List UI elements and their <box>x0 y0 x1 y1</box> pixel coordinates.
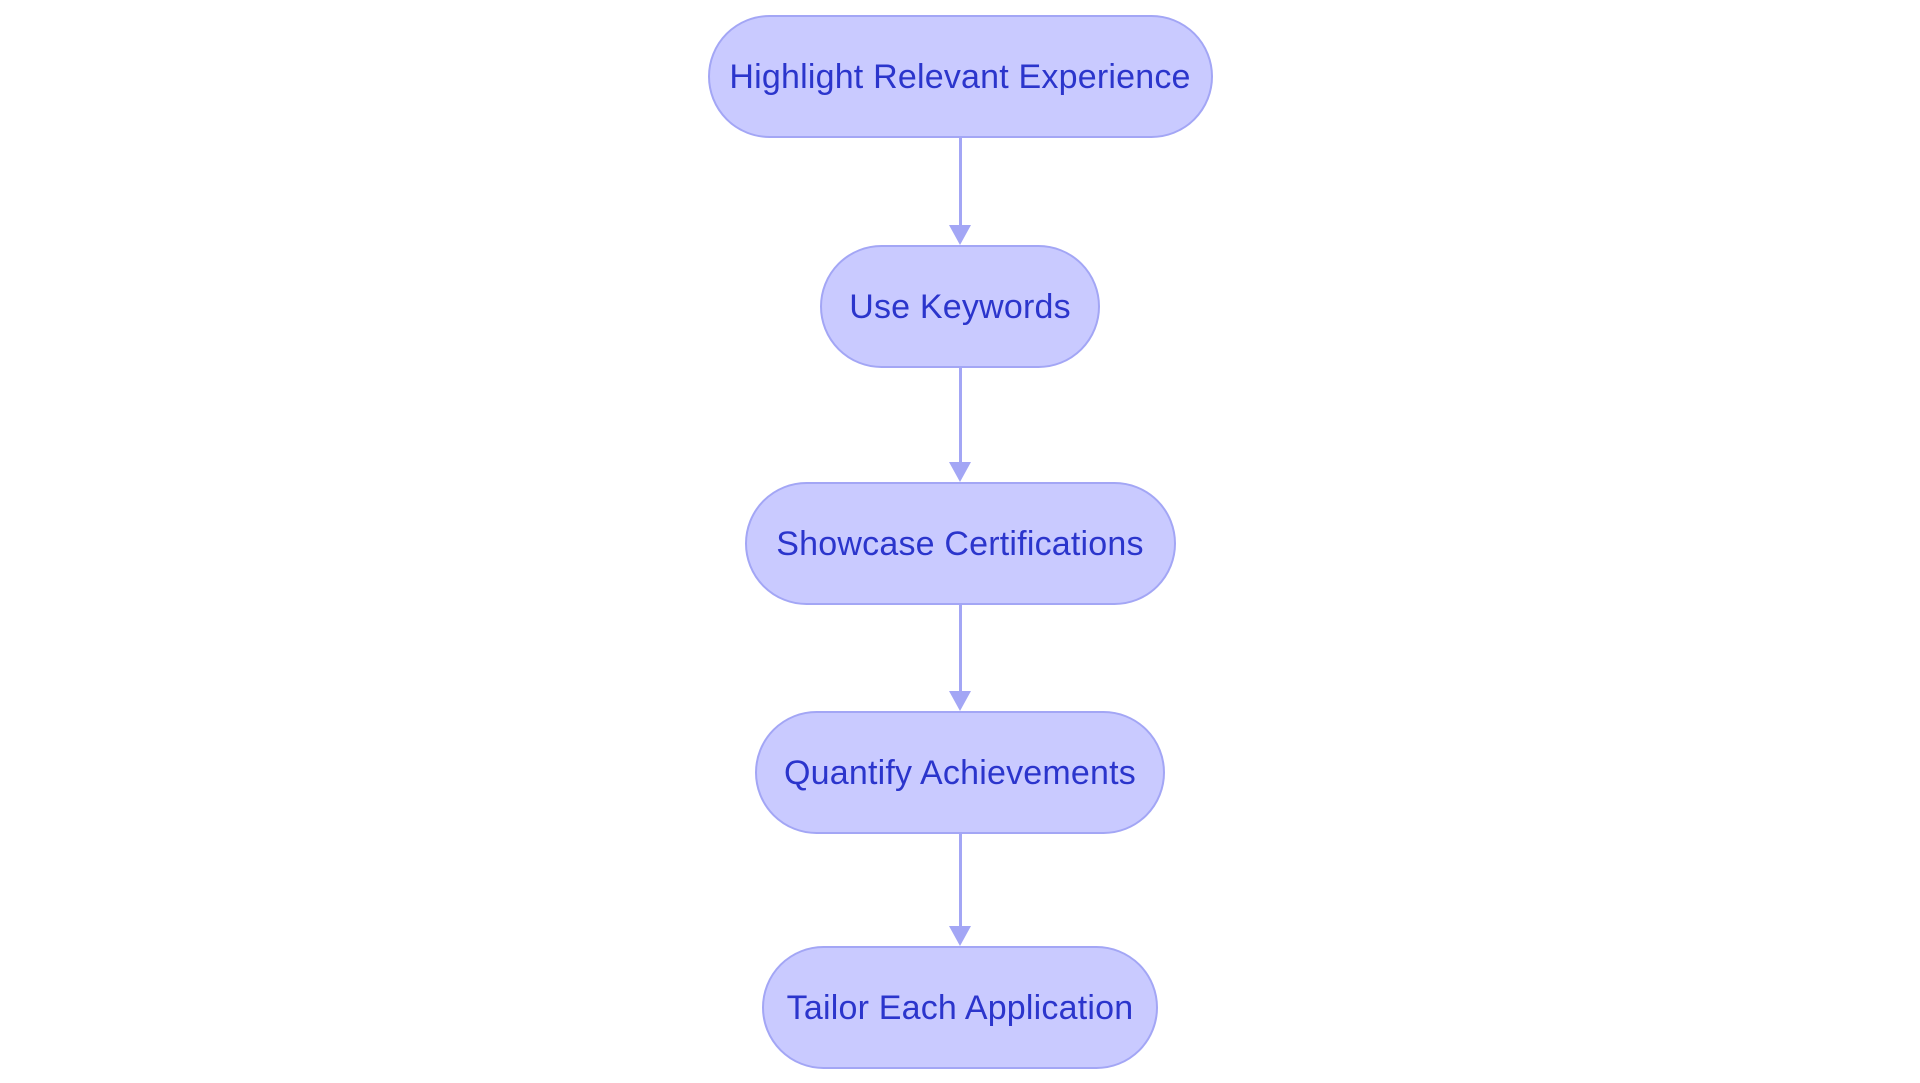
flowchart-connector-2 <box>947 368 973 482</box>
flowchart-node-highlight-relevant-experience[interactable]: Highlight Relevant Experience <box>707 15 1213 138</box>
down-arrow-icon <box>949 462 971 482</box>
flowchart-node-tailor-each-application[interactable]: Tailor Each Application <box>762 946 1158 1069</box>
connector-line <box>958 138 962 225</box>
flowchart-node-label: Use Keywords <box>849 287 1071 326</box>
down-arrow-icon <box>949 691 971 711</box>
connector-line <box>958 834 962 926</box>
flowchart-node-quantify-achievements[interactable]: Quantify Achievements <box>755 711 1165 834</box>
down-arrow-icon <box>949 225 971 245</box>
flowchart-connector-3 <box>947 605 973 711</box>
down-arrow-icon <box>949 926 971 946</box>
flowchart-node-label: Tailor Each Application <box>786 988 1134 1027</box>
flowchart-node-label: Highlight Relevant Experience <box>729 57 1191 96</box>
flowchart-node-label: Quantify Achievements <box>784 753 1136 792</box>
flowchart-connector-1 <box>947 138 973 245</box>
flowchart-connector-4 <box>947 834 973 946</box>
flowchart-node-label: Showcase Certifications <box>776 524 1144 563</box>
connector-line <box>958 368 962 462</box>
flowchart-node-use-keywords[interactable]: Use Keywords <box>820 245 1100 368</box>
flowchart-node-showcase-certifications[interactable]: Showcase Certifications <box>744 482 1176 605</box>
connector-line <box>958 605 962 691</box>
